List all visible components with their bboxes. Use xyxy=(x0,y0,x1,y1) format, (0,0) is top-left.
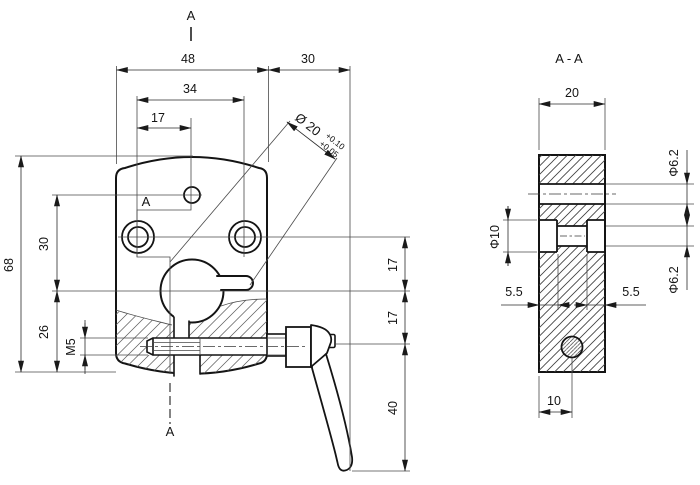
dim-26-label: 26 xyxy=(37,325,51,339)
bore-dim-extension-2 xyxy=(249,157,338,286)
dim-40-label: 40 xyxy=(386,401,400,415)
section-marker-top-label: A xyxy=(187,8,196,23)
dim-34-label: 34 xyxy=(183,82,197,96)
section-title: A - A xyxy=(555,51,583,66)
dia-62-bottom-label: Φ6.2 xyxy=(667,266,681,293)
bore-dimension-label: Ø 20 +0.10 +0.05 xyxy=(292,110,347,160)
labels: A 48 30 34 17 Ø 20 +0.10 +0.05 68 30 26 … xyxy=(2,8,681,439)
front-view xyxy=(115,156,354,472)
dim-10-label: 10 xyxy=(547,394,561,408)
dim-55-right-label: 5.5 xyxy=(622,285,639,299)
section-hatch-top xyxy=(539,155,605,184)
lever-head xyxy=(310,324,333,368)
section-internal-edges xyxy=(539,183,605,253)
dimension-lines-outside xyxy=(82,150,690,374)
centerlines xyxy=(140,193,616,347)
dim-68-label: 68 xyxy=(2,258,16,272)
cut-line-path xyxy=(136,118,192,374)
dim-line-bore xyxy=(286,121,336,160)
svg-text:Ø 20: Ø 20 xyxy=(292,110,323,139)
dia-10-label: Φ10 xyxy=(488,225,502,249)
section-marker-mid-label: A xyxy=(142,194,151,209)
dia-62-top-label: Φ6.2 xyxy=(667,149,681,176)
bore-dim-extension-1 xyxy=(169,120,291,263)
thread-m5-label: M5 xyxy=(64,338,78,355)
section-hatch-web-lower xyxy=(557,246,587,252)
dimension-lines xyxy=(18,67,606,472)
keyway-slot-outline xyxy=(216,275,254,291)
dim-17-top-label: 17 xyxy=(151,111,165,125)
dim-17-r2-label: 17 xyxy=(386,311,400,325)
keyway-slot xyxy=(214,276,253,290)
dim-30-top-label: 30 xyxy=(301,52,315,66)
dim-17-r1-label: 17 xyxy=(386,258,400,272)
clamp-lever xyxy=(266,324,354,472)
section-marker-bottom-label: A xyxy=(166,424,175,439)
break-line-right xyxy=(220,298,268,307)
section-cut-line xyxy=(136,27,192,424)
lever-neck xyxy=(266,333,287,357)
section-hatch-web-upper xyxy=(557,220,587,226)
section-view xyxy=(538,154,606,373)
break-line-left xyxy=(115,309,173,326)
dim-48-label: 48 xyxy=(181,52,195,66)
section-cross-hole-hatch xyxy=(560,335,584,359)
section-hatch-mid xyxy=(539,204,605,220)
dim-55-left-label: 5.5 xyxy=(505,285,522,299)
dim-30-left-label: 30 xyxy=(37,237,51,251)
dim-20-label: 20 xyxy=(565,86,579,100)
lever-handle xyxy=(311,353,354,472)
lever-hub xyxy=(285,326,312,368)
